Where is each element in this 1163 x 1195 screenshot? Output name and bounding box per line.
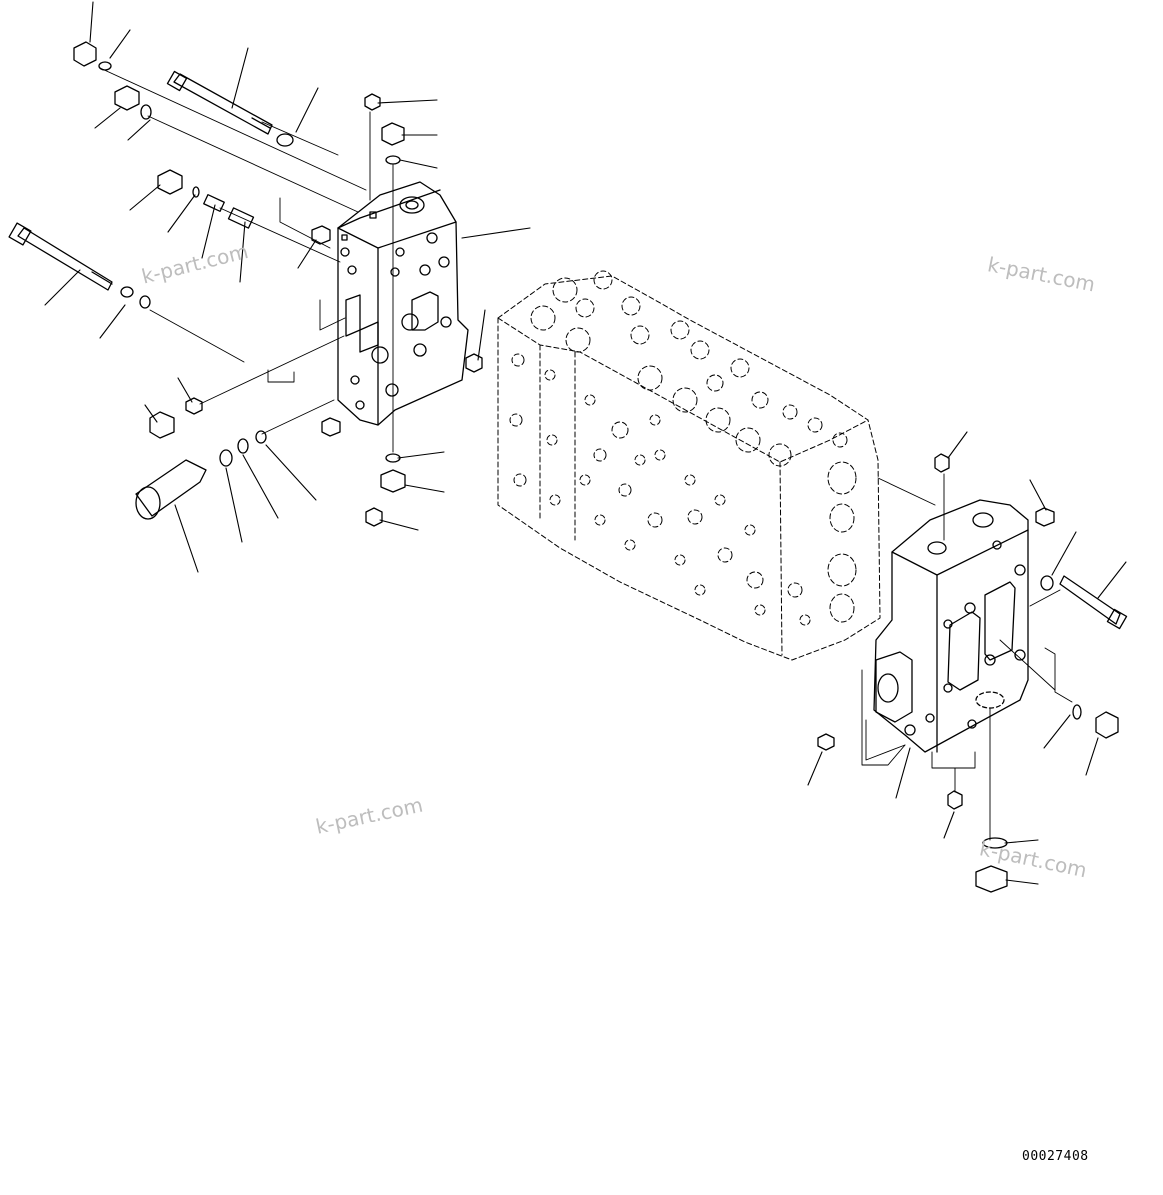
drawing-code: 00027408 [1022,1149,1089,1164]
bolt-top [166,70,273,135]
bolt-left [8,222,113,291]
small-parts [73,41,1119,893]
left-valve-section [337,181,469,426]
assembly-lines [99,67,1073,841]
bolt-right [1059,575,1128,630]
right-valve-section [873,499,1029,753]
leader-lines [44,1,1127,885]
main-valve-body [497,270,881,661]
